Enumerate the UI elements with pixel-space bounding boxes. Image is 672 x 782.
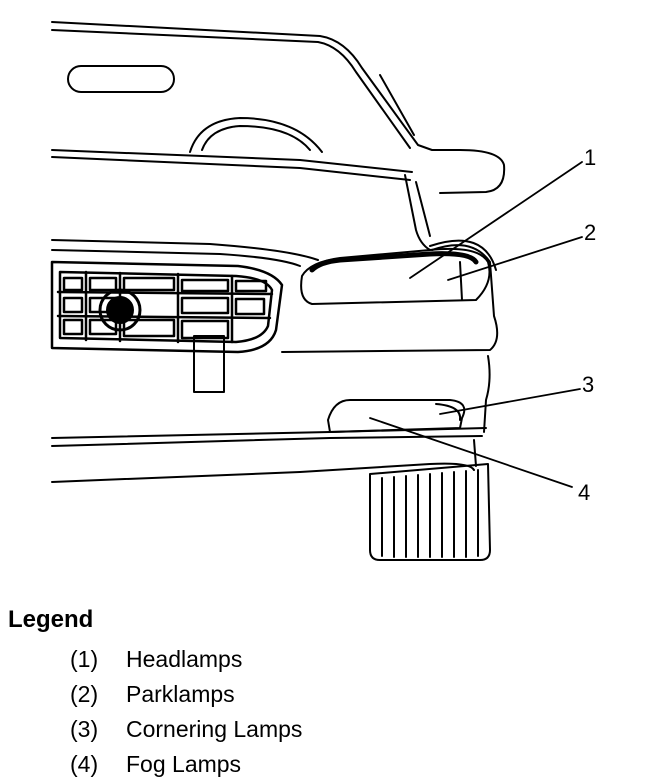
- legend-item: (2) Parklamps: [70, 677, 302, 712]
- legend-item-label: Cornering Lamps: [126, 716, 303, 742]
- license-plate-bracket: [193, 335, 225, 393]
- bumper-top-line: [51, 239, 319, 267]
- callout-4: 4: [578, 480, 590, 505]
- legend-item-number: (1): [70, 646, 99, 672]
- legend-title: Legend: [8, 606, 94, 633]
- leader-line-1: [409, 161, 583, 279]
- legend-list: (1) Headlamps (2) Parklamps (3) Cornering L…: [8, 642, 302, 782]
- hood-leading-edge: [51, 149, 431, 251]
- leader-line-4: [369, 417, 573, 488]
- legend-item-label: Headlamps: [126, 646, 243, 672]
- legend: Legend (1) Headlamps (2) Parklamps (3) Corn…: [8, 606, 302, 782]
- callout-2: 2: [584, 220, 596, 245]
- leader-line-2: [447, 236, 583, 281]
- callout-1: 1: [584, 145, 596, 170]
- legend-item-label: Fog Lamps: [126, 751, 242, 777]
- legend-item: (4) Fog Lamps: [70, 747, 302, 782]
- tire: [369, 463, 491, 561]
- hood-outline: [51, 21, 506, 194]
- hood-dome-shape: [189, 117, 323, 153]
- headlamp-housing: [300, 247, 491, 305]
- leader-line-3: [439, 388, 581, 415]
- leader-lines: [369, 161, 583, 488]
- vehicle-front-lamps-diagram: 1 2 3 4: [50, 21, 596, 561]
- fender-contour: [281, 239, 499, 433]
- hood-vent-slot: [67, 65, 175, 93]
- legend-item-number: (2): [70, 681, 99, 707]
- legend-item: (1) Headlamps: [70, 642, 302, 677]
- callout-3: 3: [582, 372, 594, 397]
- grille: [50, 260, 284, 354]
- legend-item-number: (3): [70, 716, 99, 742]
- legend-item-label: Parklamps: [126, 681, 235, 707]
- grille-emblem: [98, 288, 142, 332]
- legend-item: (3) Cornering Lamps: [70, 712, 302, 747]
- lower-lamp-housing: [327, 399, 466, 433]
- legend-item-number: (4): [70, 751, 99, 777]
